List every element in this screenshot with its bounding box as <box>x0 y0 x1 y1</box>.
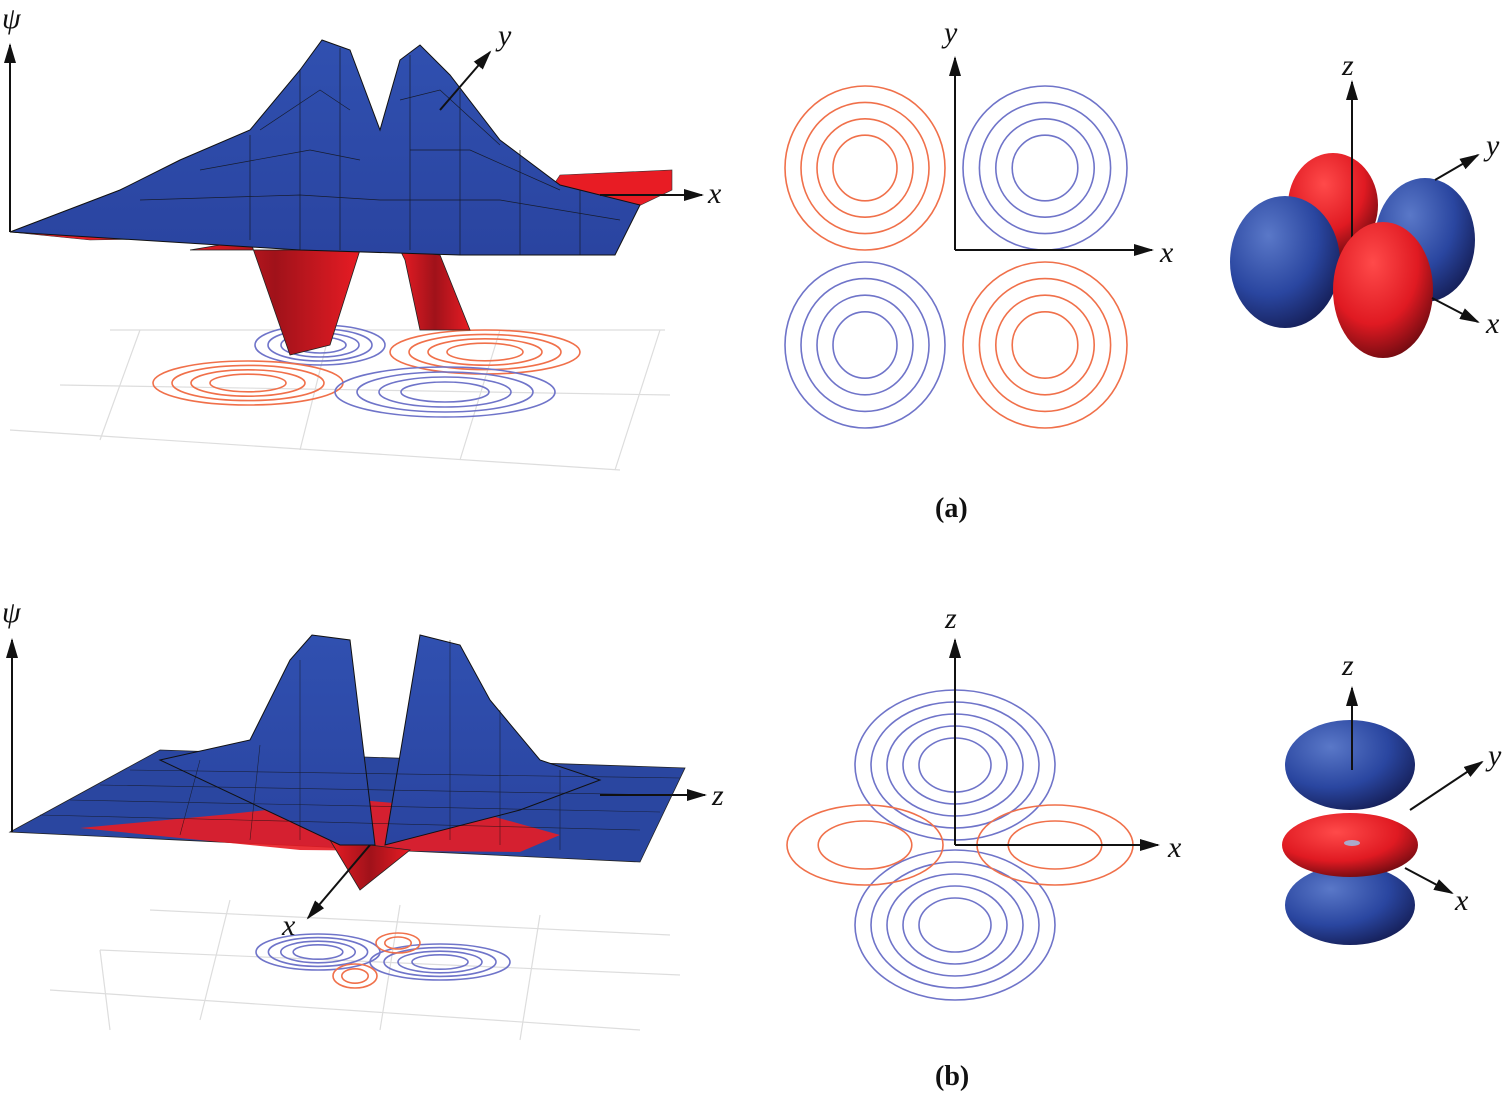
mesh-lines-b <box>39 640 681 850</box>
orbital-x-axis <box>1431 297 1480 323</box>
positive-lobe-bottom <box>1285 865 1415 945</box>
floor-contour-negative <box>190 368 306 397</box>
negative-lobe-front <box>1333 222 1433 358</box>
floor-contour-negative <box>383 936 412 950</box>
y-axis-label: y <box>495 19 512 52</box>
orbital-y-label-b: y <box>1485 739 1502 772</box>
orbital-y-label: y <box>1483 129 1500 162</box>
floor-contours-a <box>152 324 581 418</box>
positive-lobe-left <box>1230 196 1340 328</box>
orbital-3d-a: z y x <box>1230 49 1500 358</box>
contour-positive-lobe <box>800 277 930 413</box>
floor-contour-positive <box>334 366 556 418</box>
floor-contour-positive <box>267 936 369 968</box>
contour-positive-lobe <box>886 873 1024 977</box>
torus-hole <box>1344 840 1360 846</box>
orbital-x-label-b: x <box>1454 884 1469 917</box>
floor-contour-positive <box>292 943 344 960</box>
floor-contour-positive <box>356 371 534 413</box>
contour-positive-lobe <box>962 85 1128 251</box>
floor-contour-positive <box>378 376 512 408</box>
floor-contour-positive <box>369 943 511 981</box>
contour-positive-lobe <box>978 101 1112 235</box>
contour-positive-lobe <box>870 861 1040 989</box>
floor-contour-negative <box>332 963 378 989</box>
floor-contour-positive <box>279 940 356 964</box>
orbital-z-label-b: z <box>1341 649 1354 682</box>
positive-peak-surface-b2 <box>384 634 602 846</box>
orbital-y-axis <box>1434 153 1480 181</box>
positive-peak-surface <box>9 39 641 256</box>
contour-positive-lobe <box>784 261 946 429</box>
contour-positive-lobe <box>832 310 898 379</box>
floor-contour-negative <box>446 342 524 362</box>
surface-plot-b: ψ z x <box>2 596 724 1041</box>
orbital-y-axis-b <box>1409 760 1484 811</box>
floor-grid-b <box>49 899 681 1041</box>
positive-peak-surface-b <box>158 634 376 846</box>
floor-contour-positive <box>411 953 469 970</box>
floor-contour-negative <box>427 337 543 366</box>
positive-lobe-top <box>1285 720 1415 810</box>
contour-plot-b: z x <box>786 602 1182 1001</box>
contour-negative-lobe <box>962 261 1128 429</box>
floor-contour-negative <box>375 932 421 954</box>
floor-contour-negative <box>408 333 562 371</box>
z-axis-label-b: z <box>711 779 724 812</box>
floor-contour-negative <box>152 360 344 406</box>
contour-positive-lobe <box>902 885 1008 965</box>
psi-label-b: ψ <box>2 596 22 629</box>
contour-negative-lobe <box>817 820 913 870</box>
contour-negative-lobe <box>800 101 930 235</box>
contour-plot-a: y x <box>784 16 1174 429</box>
psi-label: ψ <box>2 2 22 35</box>
x-axis-b <box>306 844 371 920</box>
floor-contour-negative <box>171 364 325 402</box>
contour-negative-lobe <box>832 134 898 202</box>
y-axis <box>439 50 492 111</box>
floor-contour-positive <box>383 946 497 978</box>
contour-positive-lobe <box>1011 134 1079 202</box>
floor-grid-a <box>9 329 671 471</box>
caption-b: (b) <box>935 1061 969 1092</box>
x-axis-label-b: x <box>281 909 296 942</box>
contour-x-label: x <box>1159 236 1174 269</box>
orbital-x-label: x <box>1485 307 1500 340</box>
contour-negative-lobe <box>786 804 944 886</box>
contour-y-label: y <box>941 16 958 49</box>
caption-a: (a) <box>935 493 968 524</box>
contour-negative-lobe <box>994 294 1095 396</box>
floor-contour-positive <box>400 381 490 403</box>
negative-trough-right <box>399 249 471 331</box>
contour-positive-lobe <box>994 118 1095 219</box>
contour-lines-a <box>784 85 1128 429</box>
orbital-z-label: z <box>1341 49 1354 82</box>
x-axis-label: x <box>707 177 722 210</box>
mesh-lines-a <box>139 48 621 255</box>
contour-x-label-b: x <box>1167 831 1182 864</box>
contour-negative-lobe <box>816 118 914 219</box>
contour-negative-lobe <box>1011 310 1079 379</box>
contour-positive-lobe <box>918 897 992 953</box>
contour-positive-lobe <box>854 849 1056 1001</box>
contour-negative-lobe <box>978 277 1112 413</box>
floor-contour-positive <box>397 950 483 974</box>
surface-plot-a: ψ y x <box>2 2 722 471</box>
contour-positive-lobe <box>816 294 914 396</box>
contour-negative-lobe <box>784 85 946 251</box>
contour-z-label-b: z <box>944 602 957 635</box>
floor-contours-b <box>255 932 511 989</box>
orbital-x-axis-b <box>1404 867 1454 894</box>
orbital-3d-b: z y x <box>1282 649 1502 945</box>
floor-contour-negative <box>340 967 369 984</box>
floor-contour-negative <box>209 373 287 393</box>
